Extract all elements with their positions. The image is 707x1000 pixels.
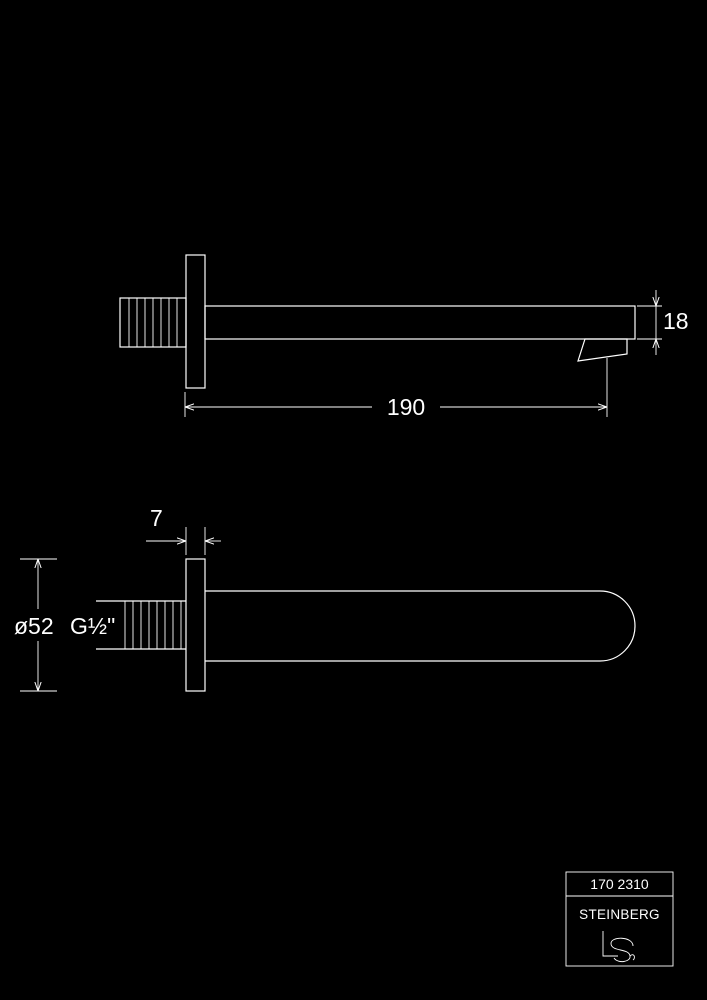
dimension-flange-depth-label: 7 — [150, 505, 163, 531]
side-view — [119, 254, 636, 389]
dimension-thread-label: G½" — [70, 613, 115, 639]
article-number: 170 2310 — [590, 876, 649, 892]
dimension-length: 190 — [184, 358, 608, 420]
brand-logo-icon — [602, 931, 635, 963]
side-spout-body — [204, 305, 636, 340]
side-thread-connector — [119, 297, 187, 348]
dimension-flange-diameter-label: ø52 — [14, 613, 54, 639]
side-wall-flange — [185, 254, 206, 389]
top-wall-flange — [185, 558, 206, 692]
top-view — [96, 558, 636, 692]
dimension-flange-depth: 7 — [146, 505, 221, 555]
top-thread-connector — [96, 600, 186, 650]
dimension-height-label: 18 — [663, 308, 689, 334]
title-block: 170 2310 STEINBERG — [565, 871, 674, 967]
dimension-flange-diameter: ø52 G½" — [14, 558, 115, 692]
dimension-length-label: 190 — [387, 394, 425, 420]
dimension-height: 18 — [637, 290, 689, 355]
brand-name: STEINBERG — [579, 907, 660, 922]
top-spout-body — [205, 590, 636, 662]
side-aerator-outlet — [577, 338, 628, 362]
